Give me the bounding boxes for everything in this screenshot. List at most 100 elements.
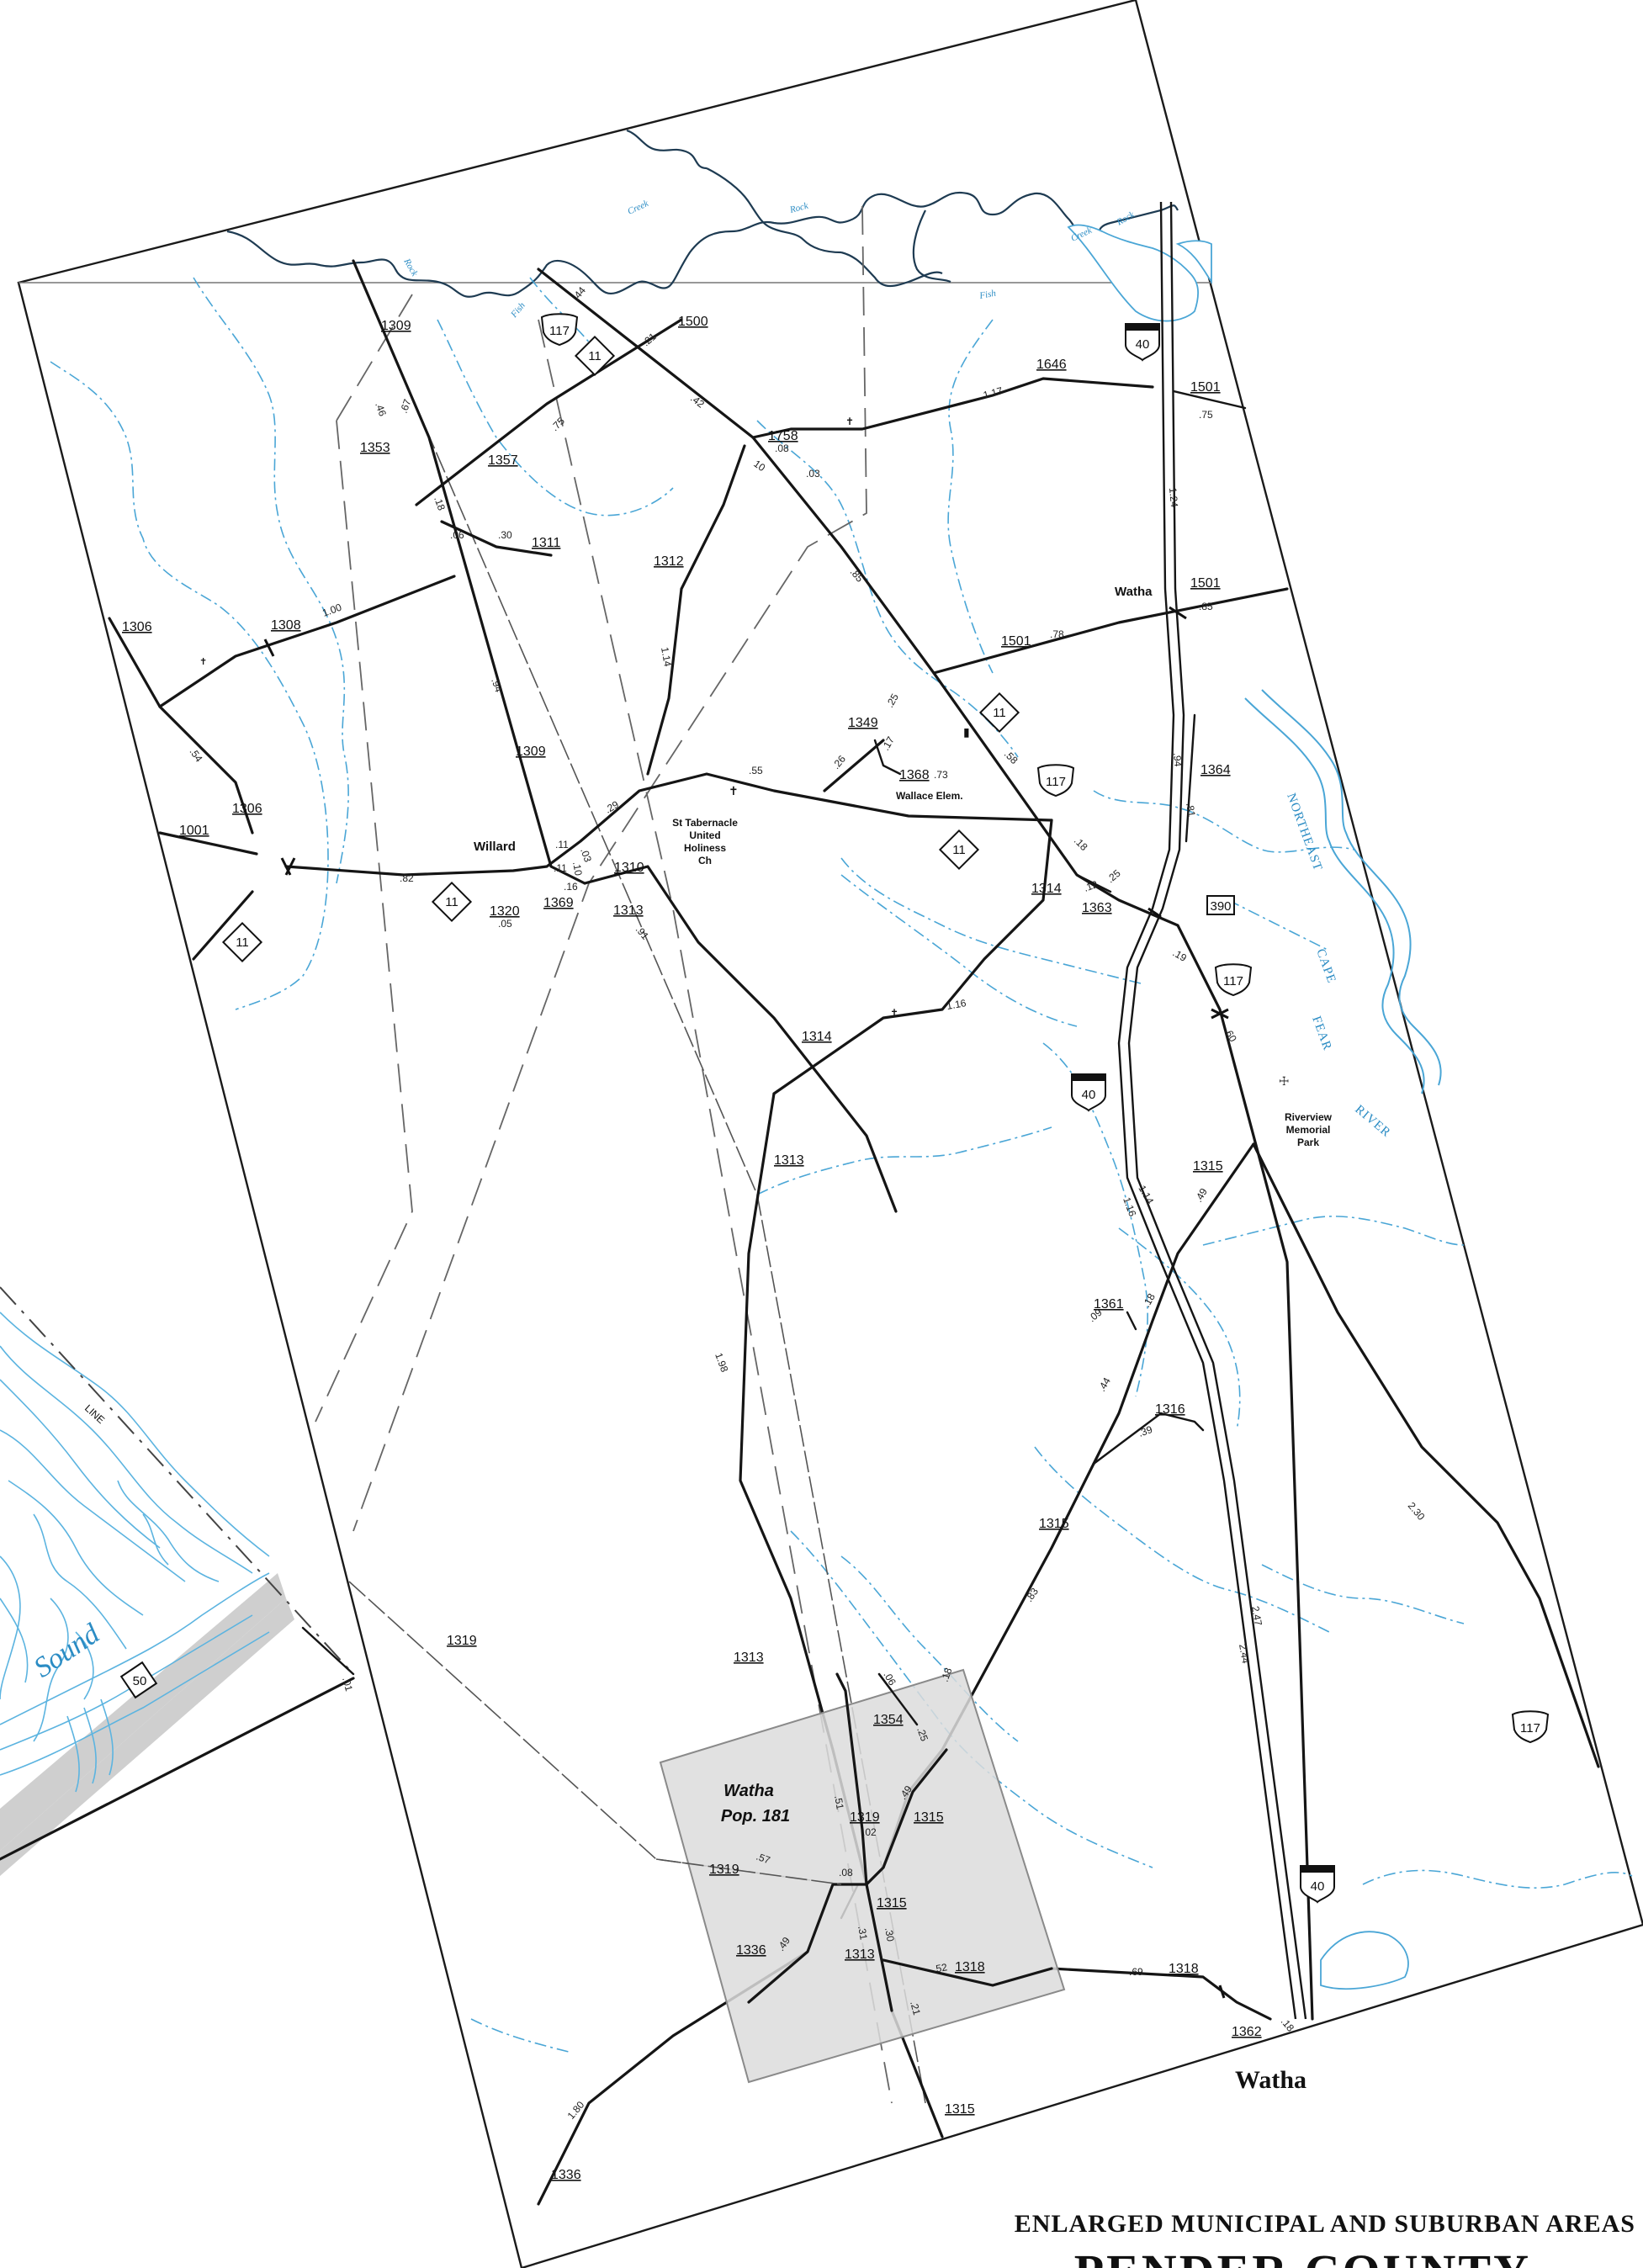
svg-text:1308: 1308 [271, 618, 301, 633]
svg-text:St Tabernacle: St Tabernacle [672, 817, 738, 829]
svg-text:1315: 1315 [1193, 1159, 1223, 1174]
svg-text:.16: .16 [564, 881, 578, 893]
svg-text:1336: 1336 [551, 2168, 581, 2182]
svg-text:1361: 1361 [1094, 1297, 1124, 1312]
interstate-40-shield-1: 40 [1125, 323, 1160, 362]
svg-text:1501: 1501 [1190, 576, 1221, 591]
nc-11-shield-5: 11 [221, 921, 263, 963]
svg-text:2.44: 2.44 [1237, 1643, 1252, 1665]
svg-text:2.30: 2.30 [1406, 1500, 1428, 1523]
svg-text:.44: .44 [1095, 1375, 1113, 1394]
svg-text:1318: 1318 [1169, 1962, 1199, 1976]
svg-text:1316: 1316 [1155, 1402, 1185, 1417]
svg-text:Watha: Watha [723, 1782, 774, 1800]
svg-text:1.16: 1.16 [946, 997, 967, 1012]
inset-line-label: LINE [82, 1402, 107, 1426]
svg-text:.02: .02 [862, 1826, 877, 1838]
watha-inset-title: Watha Pop. 181 [721, 1782, 790, 1826]
place-willard: Willard [474, 840, 516, 854]
svg-text:11: 11 [236, 935, 249, 950]
svg-text:.58: .58 [1002, 748, 1020, 766]
nc-shield-50: 50 [119, 1661, 158, 1699]
nc-11-shield-3: 11 [938, 829, 980, 871]
svg-text:117: 117 [1223, 974, 1243, 988]
northeast-label: NORTHEAST [1284, 792, 1324, 873]
svg-text:.57: .57 [755, 1851, 772, 1867]
town-name-watha: Watha [1235, 2066, 1306, 2094]
svg-text:1368: 1368 [899, 768, 930, 782]
nc-11-shield-1: 11 [574, 335, 616, 377]
svg-text:1357: 1357 [488, 453, 518, 468]
svg-text:11: 11 [445, 895, 458, 909]
svg-text:.11: .11 [555, 839, 569, 850]
svg-text:1353: 1353 [360, 441, 390, 455]
fish-label-1: Fish [508, 300, 527, 321]
svg-text:1354: 1354 [873, 1713, 904, 1727]
svg-text:.46: .46 [373, 400, 389, 418]
svg-text:.42: .42 [688, 392, 707, 411]
svg-text:1.98: 1.98 [713, 1351, 730, 1374]
landmark-symbols: ✝ ▮ ✝ ✝ ☩ ✝ [199, 416, 1290, 1088]
svg-text:.67: .67 [398, 397, 414, 415]
svg-text:1363: 1363 [1082, 901, 1112, 915]
svg-text:11: 11 [952, 843, 966, 857]
us-117-shield-4: 117 [1511, 1710, 1550, 1744]
svg-text:.18: .18 [432, 495, 448, 512]
svg-text:1311: 1311 [532, 536, 561, 550]
us-117-shield-1: 117 [540, 313, 579, 347]
svg-text:1312: 1312 [654, 554, 684, 569]
place-watha-north: Watha [1115, 585, 1153, 599]
svg-text:.06: .06 [881, 1670, 898, 1688]
svg-text:390: 390 [1210, 899, 1231, 914]
svg-text:1319: 1319 [709, 1863, 739, 1877]
interstate-40-shield-2: 40 [1071, 1073, 1106, 1112]
svg-text:.85: .85 [1199, 601, 1213, 612]
svg-text:1315: 1315 [877, 1896, 907, 1910]
svg-text:.52: .52 [932, 1961, 948, 1975]
spacer [349, 1582, 526, 1758]
us-117-shield-2: 117 [1036, 764, 1075, 798]
rock-label-3: Rock [1115, 209, 1137, 228]
svg-text:.51: .51 [832, 1794, 846, 1810]
svg-text:11: 11 [588, 349, 602, 363]
svg-text:.21: .21 [640, 331, 659, 349]
svg-text:1.14: 1.14 [659, 646, 674, 668]
mileage-labels: .44 .21 .42 1.17 .75 .08 .03 10 .75 .46 … [188, 284, 1428, 2122]
svg-text:1501: 1501 [1190, 380, 1221, 395]
svg-text:1349: 1349 [848, 716, 878, 730]
svg-text:Memorial: Memorial [1286, 1124, 1331, 1136]
svg-text:1310: 1310 [614, 861, 644, 875]
svg-text:.44: .44 [570, 284, 589, 303]
svg-text:1758: 1758 [768, 429, 798, 443]
church-symbol: ✝ [729, 784, 739, 798]
svg-text:.12: .12 [1082, 878, 1100, 894]
svg-text:.94: .94 [1171, 752, 1184, 767]
svg-text:United: United [689, 829, 720, 841]
interstate-40-shield-3: 40 [1300, 1865, 1335, 1904]
svg-text:Ch: Ch [698, 855, 712, 866]
svg-text:1306: 1306 [232, 802, 262, 816]
svg-text:1646: 1646 [1036, 358, 1067, 372]
svg-text:.29: .29 [603, 798, 622, 816]
svg-text:.30: .30 [882, 1926, 897, 1942]
svg-text:.82: .82 [400, 872, 414, 884]
svg-text:.75: .75 [549, 415, 567, 433]
svg-text:1.17: 1.17 [982, 384, 1004, 401]
svg-text:1001: 1001 [179, 824, 209, 838]
svg-text:.03: .03 [578, 846, 594, 864]
svg-text:.21: .21 [908, 2000, 923, 2016]
svg-text:Riverview: Riverview [1285, 1111, 1333, 1123]
place-wallace-elem: Wallace Elem. [896, 790, 963, 802]
svg-text:1309: 1309 [516, 745, 546, 759]
inset-coastal-road [0, 1677, 355, 1861]
svg-text:.11: .11 [554, 862, 567, 874]
svg-text:1314: 1314 [802, 1030, 832, 1044]
svg-text:.73: .73 [934, 769, 948, 781]
svg-text:Park: Park [1297, 1137, 1319, 1148]
lower-pond [1320, 1931, 1409, 1990]
svg-text:.25: .25 [883, 692, 901, 710]
svg-text:.39: .39 [1137, 1423, 1154, 1439]
svg-text:1500: 1500 [678, 315, 708, 329]
creek-label-1: Creek [626, 198, 651, 216]
